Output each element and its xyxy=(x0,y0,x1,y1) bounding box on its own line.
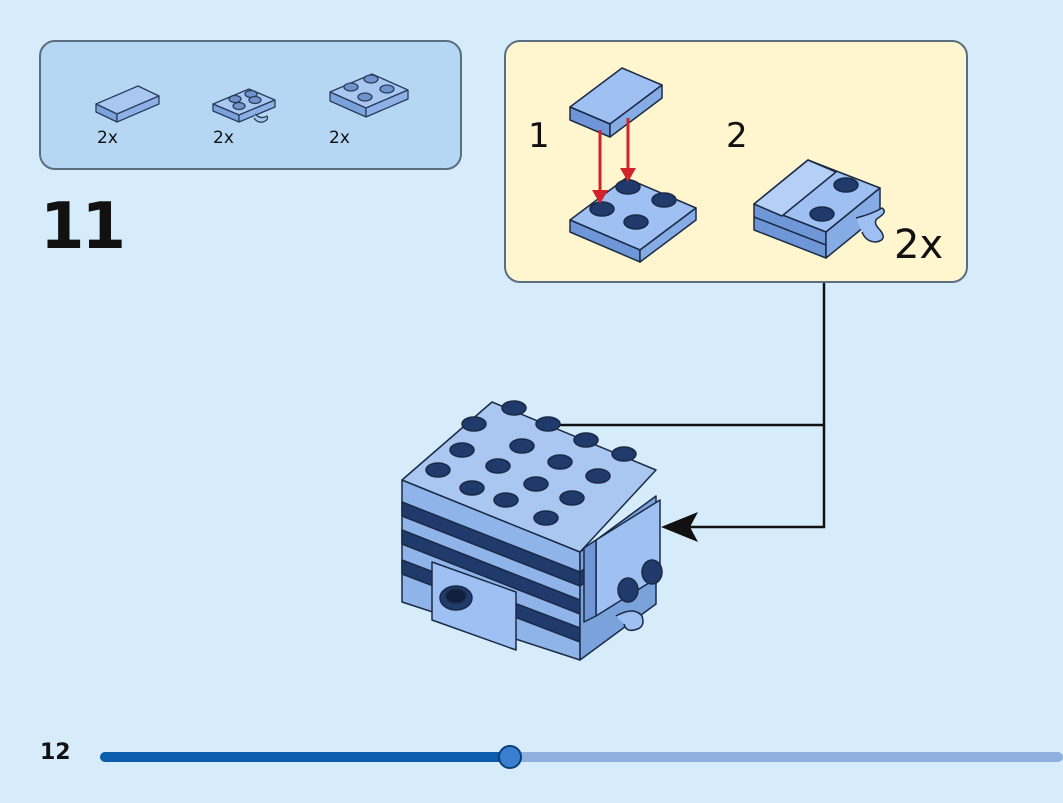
plate-2x2-icon xyxy=(329,73,409,118)
callout-connector xyxy=(490,283,826,529)
callout-arrow-side xyxy=(661,512,698,542)
plate-with-clip-icon xyxy=(212,88,276,123)
sub-assembly-illustrations xyxy=(569,67,885,263)
parts-qty-plate: 2x xyxy=(329,128,350,148)
page-progress-fill xyxy=(100,752,511,762)
parts-qty-tile: 2x xyxy=(97,128,118,148)
step-number: 11 xyxy=(40,190,126,264)
sub-step-2-label: 2 xyxy=(726,116,748,156)
parts-qty-clip-plate: 2x xyxy=(213,128,234,148)
parts-list-illustrations xyxy=(95,73,409,123)
sub-step-2-illustration xyxy=(753,159,885,259)
insert-arrows xyxy=(592,118,636,204)
callout-arrow-top xyxy=(465,410,500,440)
parts-list-box: 2x 2x 2x xyxy=(39,40,462,170)
tile-1x2-icon xyxy=(95,85,160,123)
brick-model xyxy=(401,400,663,661)
page-progress-knob xyxy=(498,745,523,769)
sub-assembly-box: 1 2 2x xyxy=(504,40,968,283)
sub-assembly-multiplier: 2x xyxy=(894,222,944,268)
sub-step-1-illustration xyxy=(569,67,697,263)
page-number: 12 xyxy=(40,740,71,765)
page-progress-bar xyxy=(100,745,1063,769)
sub-step-1-label: 1 xyxy=(528,116,550,156)
